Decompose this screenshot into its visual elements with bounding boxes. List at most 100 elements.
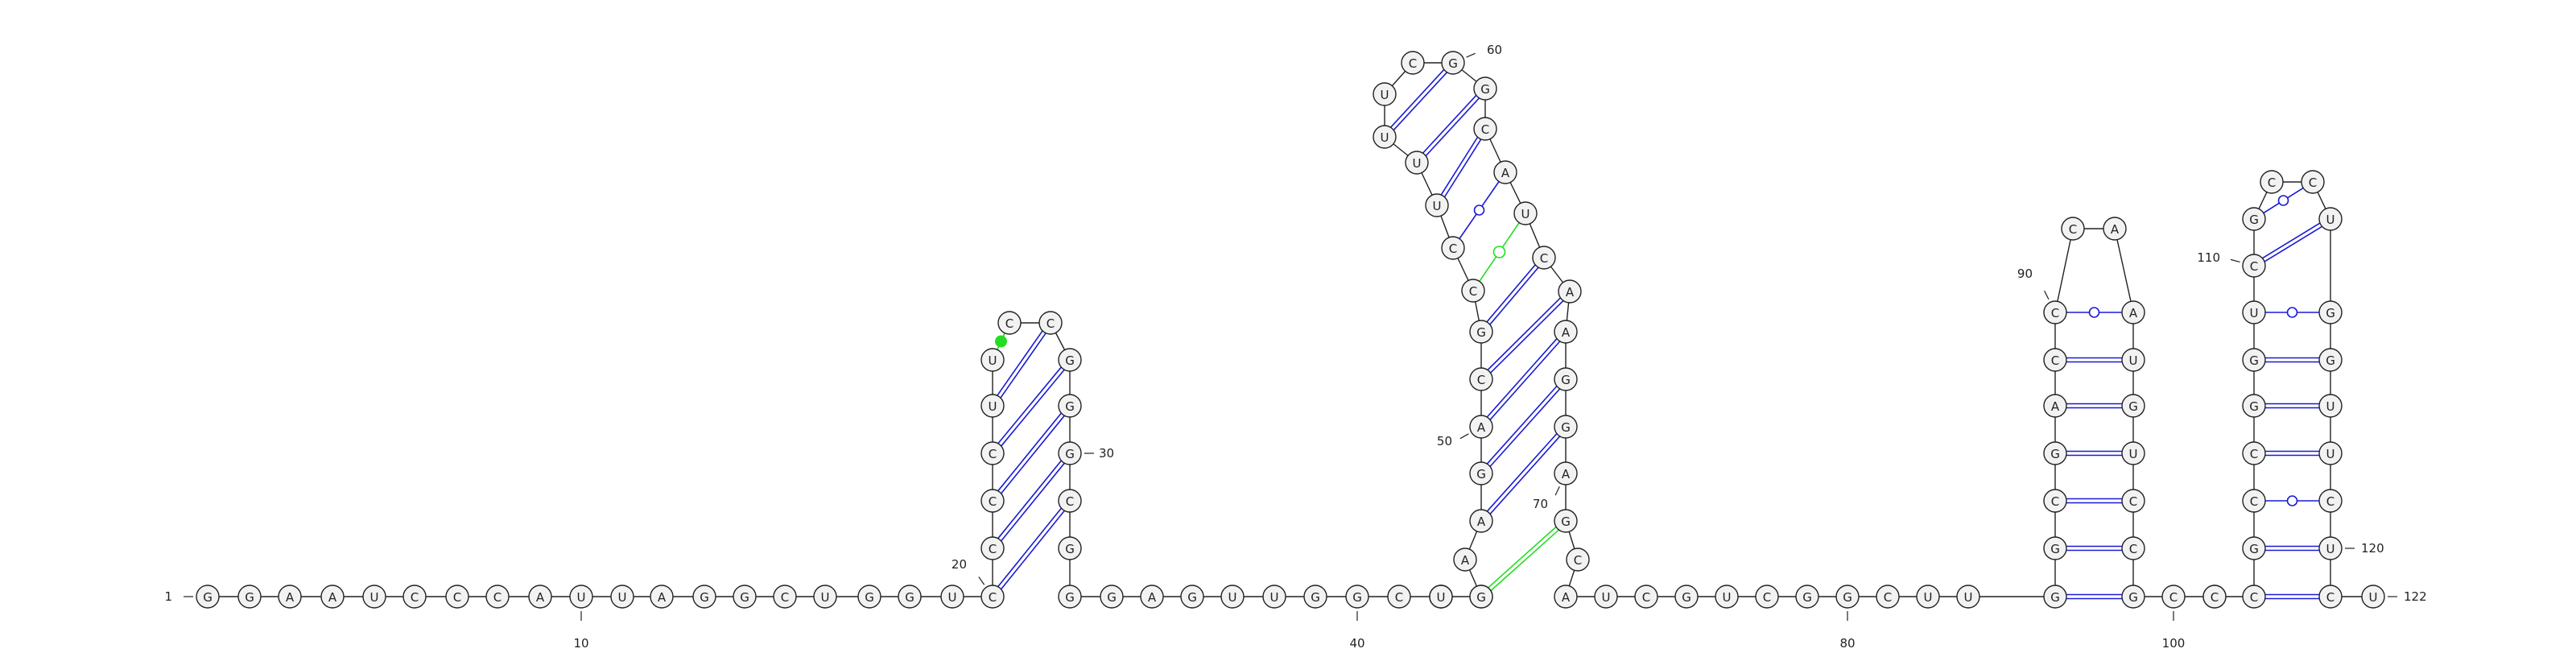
gu-pair-marker xyxy=(2286,495,2298,506)
nucleotide-letter: G xyxy=(1561,514,1571,529)
nucleotide-circle xyxy=(2043,441,2067,465)
nucleotide-letter: C xyxy=(1449,242,1457,256)
nucleotide-letter: G xyxy=(2128,399,2138,414)
nucleotide-circle xyxy=(773,585,797,609)
position-label: 70 xyxy=(1533,497,1548,511)
nucleotide-circle xyxy=(1140,585,1164,609)
nucleotide-letter: G xyxy=(1476,325,1486,340)
base-pair-line xyxy=(1001,415,1065,494)
position-label: 30 xyxy=(1099,446,1114,461)
position-tick-layer xyxy=(184,52,2397,621)
nucleotide-circle xyxy=(569,585,593,609)
nucleotide-circle xyxy=(1453,548,1477,572)
nucleotide-letter: C xyxy=(1574,553,1582,568)
nucleotide-circle xyxy=(2121,536,2145,560)
nucleotide-letter: G xyxy=(2249,353,2259,368)
nucleotide-circle xyxy=(2318,536,2343,560)
nucleotide-letter: G xyxy=(1843,590,1852,605)
nucleotide-letter: A xyxy=(1461,553,1470,568)
nucleotide-circle xyxy=(2043,585,2067,609)
base-pair-line xyxy=(1489,436,1561,514)
noncanonical-pair-marker xyxy=(1492,246,1506,258)
base-pair-line xyxy=(997,507,1062,588)
position-label: 110 xyxy=(2197,250,2220,265)
nucleotide-circle xyxy=(1303,585,1327,609)
noncanonical-pair-line xyxy=(1490,529,1559,592)
nucleotide-circle xyxy=(1594,585,1618,609)
nucleotide-circle xyxy=(2161,585,2186,609)
nucleotide-letter: C xyxy=(989,447,997,461)
nucleotide-letter: C xyxy=(2309,176,2317,190)
nucleotide-letter: G xyxy=(1480,82,1490,97)
nucleotide-letter: G xyxy=(1065,542,1075,556)
position-label: 50 xyxy=(1437,434,1452,448)
nucleotide-letter: U xyxy=(1437,590,1446,605)
nucleotide-circle xyxy=(1554,320,1578,344)
nucleotide-circle xyxy=(2043,348,2067,372)
nucleotide-letter: G xyxy=(1065,353,1075,368)
nucleotide-letter: A xyxy=(1562,590,1571,605)
nucleotide-letter: C xyxy=(2051,494,2059,509)
nucleotide-letter: C xyxy=(493,590,502,605)
nucleotide-letter: C xyxy=(1469,284,1477,299)
nucleotide-circle xyxy=(1058,441,1082,465)
nucleotide-letter: G xyxy=(2249,542,2259,556)
nucleotide-circle xyxy=(1180,585,1204,609)
nucleotide-letter: C xyxy=(1005,316,1013,331)
gu-pair-marker xyxy=(2277,195,2289,206)
nucleotide-letter: G xyxy=(1561,373,1571,387)
nucleotide-letter: U xyxy=(821,590,830,605)
nucleotide-letter: G xyxy=(1682,590,1691,605)
nucleotide-letter: G xyxy=(2326,353,2335,368)
nucleotide-letter: U xyxy=(2129,447,2138,461)
nucleotide-circle xyxy=(813,585,837,609)
nucleotide-circle xyxy=(1405,151,1429,175)
nucleotide-circle xyxy=(2242,585,2266,609)
nucleotide-circle xyxy=(485,585,510,609)
position-label: 20 xyxy=(952,557,967,572)
nucleotide-circle xyxy=(1513,201,1538,225)
gu-pair-marker xyxy=(1473,205,1485,216)
nucleotide-letter: C xyxy=(1642,590,1650,605)
nucleotide-letter: G xyxy=(865,590,874,605)
nucleotide-circle xyxy=(1473,76,1497,101)
base-pair-line xyxy=(1489,267,1539,325)
nucleotide-circle xyxy=(997,311,1022,335)
nucleotide-circle xyxy=(2121,441,2145,465)
nucleotide-circle xyxy=(2242,536,2266,560)
nucleotide-letter: G xyxy=(1187,590,1197,605)
base-pair-line xyxy=(2262,222,2321,259)
base-pair-line xyxy=(1487,297,1561,370)
nucleotide-circle xyxy=(2121,585,2145,609)
nucleotide-letter: G xyxy=(2326,306,2335,320)
nucleotide-circle xyxy=(610,585,634,609)
nucleotide-letter: C xyxy=(1046,316,1055,331)
nucleotide-circle xyxy=(1441,51,1465,75)
nucleotide-letter: U xyxy=(2369,590,2378,605)
nucleotide-letter: G xyxy=(1476,590,1486,605)
nucleotide-circle xyxy=(1461,279,1485,303)
nucleotide-circle xyxy=(692,585,716,609)
nucleotide-circle xyxy=(1100,585,1124,609)
nucleotide-letter: C xyxy=(2326,590,2334,605)
nucleotide-letter: G xyxy=(245,590,254,605)
nucleotide-circle xyxy=(2121,394,2145,418)
nucleotide-circle xyxy=(650,585,674,609)
nucleotide-letter: G xyxy=(2249,399,2259,414)
nucleotide-letter: C xyxy=(1066,494,1074,509)
position-tick xyxy=(1466,52,1476,58)
base-pair-line xyxy=(1425,97,1480,156)
nucleotide-circle xyxy=(528,585,552,609)
nucleotide-circle xyxy=(898,585,922,609)
position-label: 80 xyxy=(1839,636,1855,651)
nucleotide-circle xyxy=(2202,585,2227,609)
nucleotide-circle xyxy=(1916,585,1940,609)
nucleotide-letter: U xyxy=(1433,199,1442,213)
nucleotide-letter: U xyxy=(2326,213,2335,227)
nucleotide-circle xyxy=(2318,489,2343,513)
base-pair-line xyxy=(1001,462,1065,542)
nucleotide-letter: U xyxy=(989,353,997,368)
nucleotide-circle xyxy=(1473,117,1497,141)
nucleotide-circle xyxy=(2242,489,2266,513)
nucleotide-circle xyxy=(1715,585,1739,609)
